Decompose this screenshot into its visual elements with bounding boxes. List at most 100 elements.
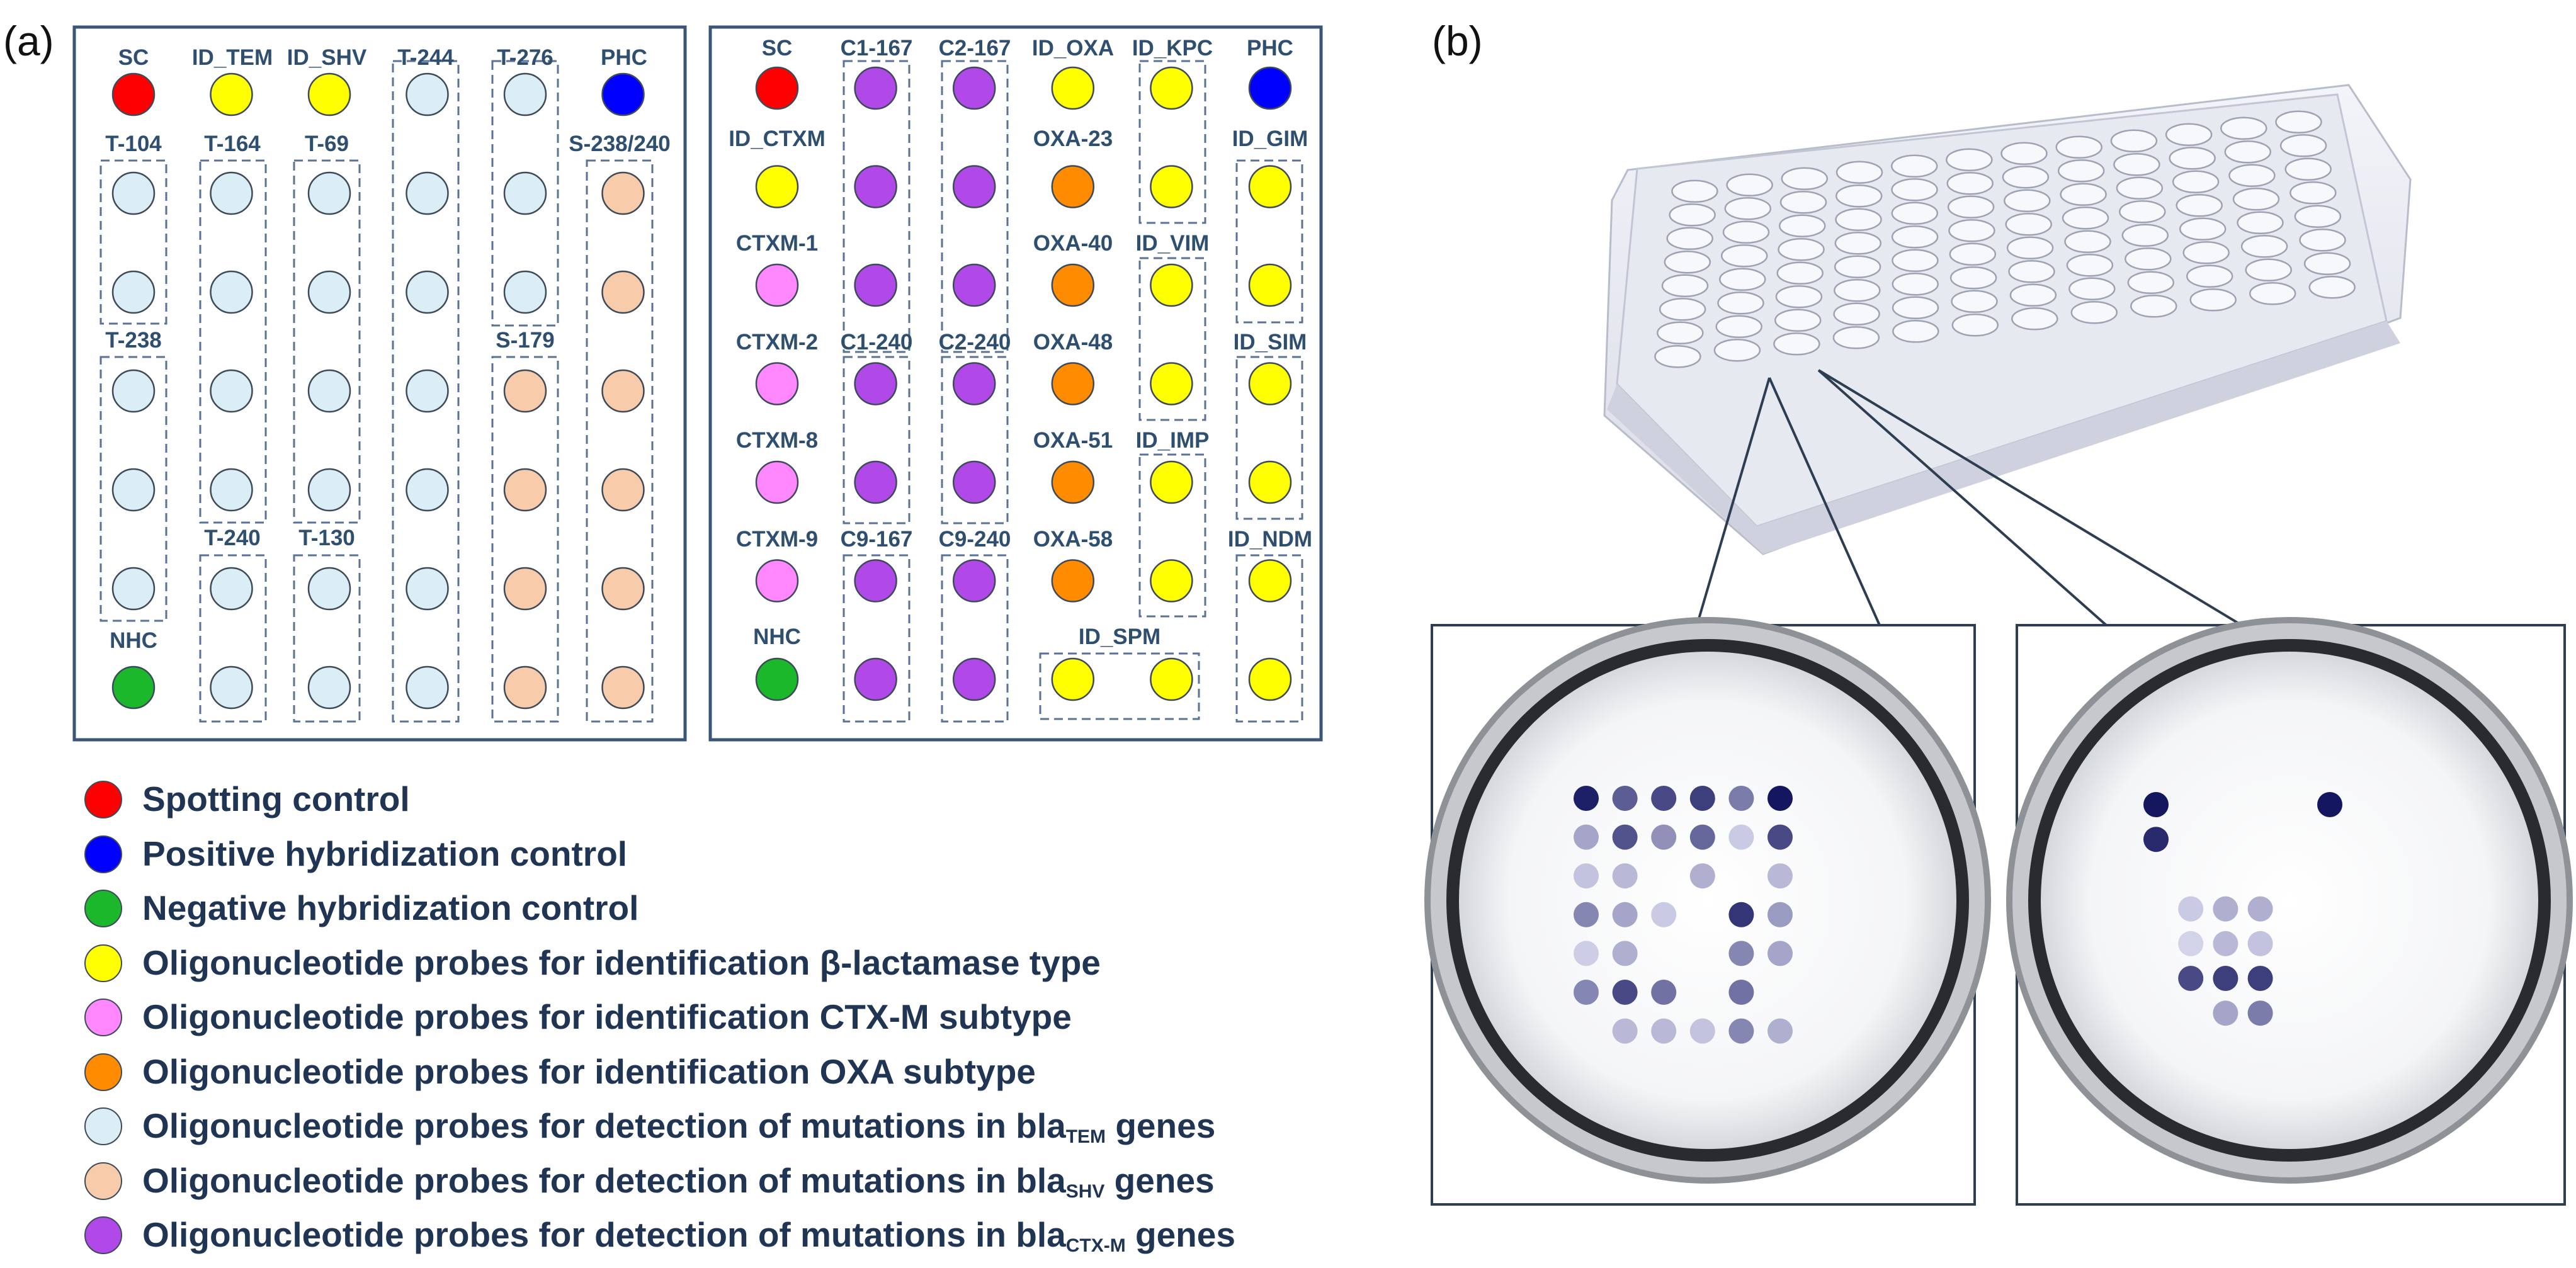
plate-well: [1949, 266, 1997, 290]
legend-item-oxa-probes: Oligonucleotide probes for identificatio…: [78, 1046, 1463, 1101]
probe-label: T-164: [204, 132, 261, 156]
probe-spot: [1248, 263, 1292, 307]
probe-label: T-244: [397, 45, 454, 70]
probe-spot: [210, 468, 253, 512]
probe-spot: [755, 460, 799, 504]
hybridization-spot: [1767, 941, 1793, 966]
plate-well: [2299, 229, 2346, 252]
probe-spot: [307, 171, 351, 215]
probe-spot: [307, 567, 351, 611]
plate-well: [2232, 188, 2280, 211]
plate-well: [2179, 217, 2227, 241]
legend: Spotting control Positive hybridization …: [78, 773, 1463, 1264]
probe-label: CTXM-8: [736, 428, 818, 453]
probe-spot: [503, 567, 547, 611]
probe-label: CTXM-1: [736, 231, 818, 256]
probe-label: ID_TEM: [192, 45, 273, 70]
plate-well: [2189, 288, 2237, 312]
hybridization-spot: [1612, 824, 1638, 850]
plate-well: [1836, 161, 1883, 184]
probe-label: ID_VIM: [1136, 231, 1210, 256]
legend-swatch: [84, 999, 122, 1036]
plate-well: [1775, 285, 1823, 309]
legend-text: Oligonucleotide probes for detection of …: [142, 1106, 1216, 1147]
hybridization-spot: [1612, 902, 1638, 927]
hybridization-spot: [2213, 931, 2238, 956]
plate-well: [1946, 172, 1994, 195]
probe-spot: [601, 369, 645, 413]
probe-spot: [406, 369, 449, 413]
hybridization-spot: [1728, 980, 1754, 1005]
plate-well: [2005, 213, 2052, 236]
probe-spot: [503, 171, 547, 215]
probe-spot: [1150, 66, 1193, 110]
plate-front-edge: [1607, 321, 2400, 554]
probe-label: S-179: [496, 328, 554, 353]
probe-spot: [111, 567, 156, 611]
hybridization-spot: [1574, 902, 1599, 927]
hybridization-spot: [2178, 896, 2204, 922]
well-left-spots: [1574, 786, 1793, 1044]
hybridization-spot: [1574, 824, 1599, 850]
probe-label: PHC: [1247, 36, 1293, 60]
probe-label: NHC: [110, 628, 157, 653]
plate-well: [1947, 195, 1995, 219]
probe-spot: [406, 665, 449, 710]
plate-well: [1781, 167, 1829, 191]
probe-spot: [1051, 460, 1095, 504]
plate-well: [1713, 339, 1761, 362]
probe-spot: [1051, 165, 1095, 208]
probe-spot: [1150, 559, 1193, 603]
hybridization-spot: [1651, 980, 1677, 1005]
plate-well: [1778, 238, 1825, 261]
legend-item-type-probes: Oligonucleotide probes for identificatio…: [78, 937, 1463, 992]
plate-well: [1659, 298, 1706, 321]
probe-label: ID_SIM: [1234, 330, 1307, 354]
hybridization-spot: [1767, 786, 1793, 811]
plate-well: [2228, 164, 2276, 188]
probe-spot: [854, 460, 897, 504]
legend-item-tem-mutation-probes: Oligonucleotide probes for detection of …: [78, 1100, 1463, 1155]
plate-well: [1671, 179, 1718, 203]
legend-text: Oligonucleotide probes for identificatio…: [142, 1051, 1036, 1091]
probe-label: C1-167: [841, 36, 913, 60]
probe-label: ID_GIM: [1232, 127, 1308, 151]
plate-well: [1720, 244, 1768, 268]
probe-spot: [1248, 362, 1292, 405]
hybridization-spot: [1574, 941, 1599, 966]
plate-well: [1719, 268, 1766, 292]
plate-well: [1657, 321, 1704, 345]
array-b-probe-groups: [843, 60, 1303, 723]
hybridization-spot: [2317, 792, 2342, 817]
array-a-spots: [111, 72, 645, 710]
probe-label: ID_CTXM: [729, 127, 826, 151]
probe-label: ID_NDM: [1228, 527, 1312, 552]
plate-well: [2127, 271, 2175, 295]
plate-well: [2308, 276, 2356, 299]
plate-well: [2303, 252, 2351, 276]
plate-well: [1776, 261, 1824, 285]
plate-well: [1951, 314, 1999, 337]
hybridization-spot: [1728, 941, 1754, 966]
plate-well: [1892, 296, 1939, 320]
plate-well: [1835, 184, 1883, 208]
plate-well: [1890, 154, 1938, 178]
probe-spot: [1248, 66, 1292, 110]
panel-label-b: (b): [1432, 18, 1483, 64]
legend-text: Oligonucleotide probes for detection of …: [142, 1160, 1215, 1202]
probe-label: T-240: [204, 526, 261, 550]
plate-well: [1661, 274, 1709, 298]
plate-well: [1891, 201, 1939, 225]
probe-label: ID_IMP: [1136, 428, 1210, 453]
plate-well: [1833, 302, 1880, 326]
legend-text: Oligonucleotide probes for identificatio…: [142, 997, 1072, 1036]
hybridization-spot: [1689, 786, 1715, 811]
plate-well: [1726, 173, 1773, 197]
plate-well: [2116, 176, 2164, 200]
probe-spot: [1150, 657, 1193, 701]
probe-spot: [307, 665, 351, 710]
hybridization-spot: [1767, 824, 1793, 850]
hybridization-spot: [1689, 1018, 1715, 1044]
legend-swatch: [84, 835, 122, 873]
probe-spot: [503, 665, 547, 710]
